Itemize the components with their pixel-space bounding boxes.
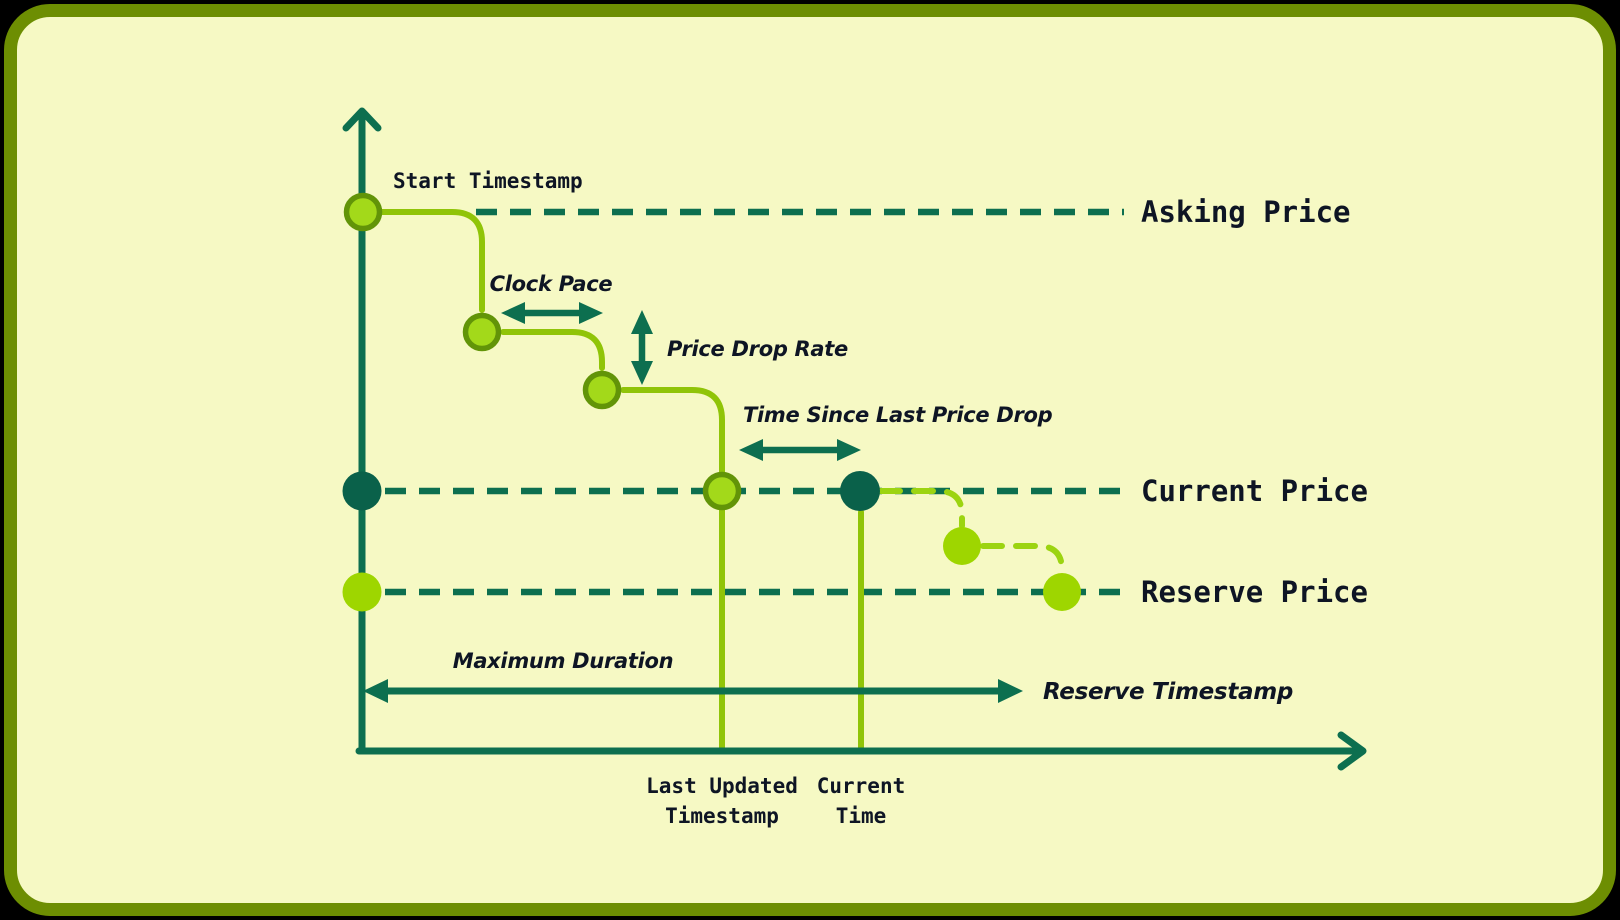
projected-drop-dashed-path-2 [980,543,1065,575]
current-time-line1: Current [817,774,906,798]
maximum-duration-label: Maximum Duration [453,649,674,673]
maximum-duration-double-arrow-icon [363,679,1023,703]
last-updated-line2: Timestamp [665,804,779,828]
price-drop-rate-double-arrow-icon [631,310,653,385]
time-since-last-price-drop-double-arrow-icon [739,439,861,461]
diagram-panel [4,4,1616,916]
projected-dot-1 [943,527,981,565]
price-step-segment-1 [379,209,485,313]
current-price-label: Current Price [1141,474,1368,508]
last-updated-line1: Last Updated [646,774,798,798]
projected-drop-dashed-path-1 [878,488,965,529]
last-updated-timestamp-dot [702,471,742,511]
reserve-timestamp-label: Reserve Timestamp [1043,679,1293,705]
current-time-axis-label: Current Time [817,774,906,828]
current-time-dot [840,471,880,511]
reserve-price-axis-dot [342,572,382,612]
clock-pace-double-arrow-icon [501,302,603,324]
price-step-segment-2 [500,329,605,371]
step-dot-3 [582,370,622,410]
reserve-price-label: Reserve Price [1141,575,1368,609]
start-timestamp-dot [343,192,383,232]
y-axis-up-arrow-icon [342,107,382,132]
asking-price-label: Asking Price [1141,195,1351,229]
price-drop-rate-label: Price Drop Rate [667,337,848,361]
step-dot-2 [462,312,502,352]
x-axis-right-arrow-icon [1337,731,1367,771]
start-timestamp-label: Start Timestamp [393,169,583,193]
current-price-axis-dot [342,471,382,511]
current-time-line2: Time [836,804,887,828]
clock-pace-label: Clock Pace [490,272,613,296]
last-updated-timestamp-axis-label: Last Updated Timestamp [646,774,798,828]
time-since-last-price-drop-label: Time Since Last Price Drop [743,403,1053,427]
price-step-segment-3-and-last-updated-marker [620,387,725,751]
projected-reserve-dot [1043,573,1081,611]
